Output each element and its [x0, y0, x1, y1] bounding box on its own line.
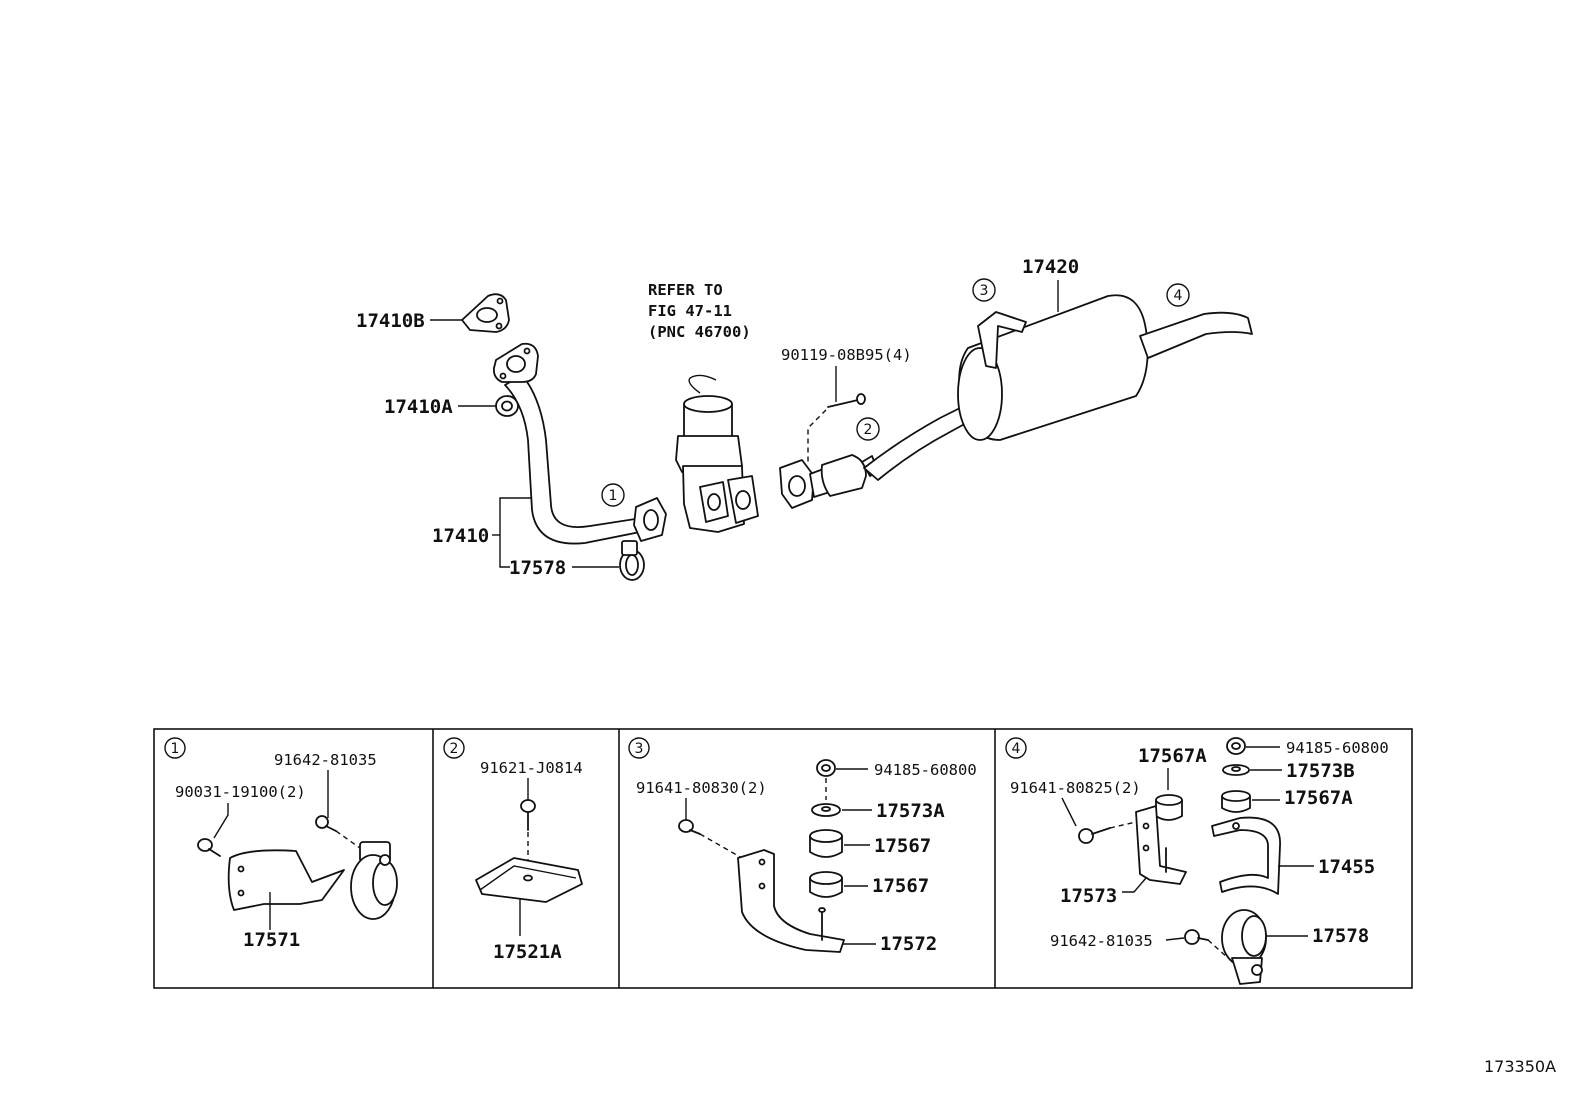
callout-1: 1 — [601, 483, 625, 507]
label-94185-60800-d3: 94185-60800 — [874, 761, 977, 779]
svg-text:3: 3 — [980, 283, 989, 299]
cushion-17567A-right — [1221, 790, 1251, 813]
label-17578-d4: 17578 — [1312, 925, 1369, 947]
label-17573A-d3: 17573A — [876, 800, 945, 822]
svg-text:1: 1 — [171, 741, 180, 757]
svg-text:1: 1 — [609, 488, 618, 504]
nut-94185-detail-3 — [816, 759, 836, 777]
gasket-17410B — [461, 293, 510, 333]
detail-2: 2 91621-J0814 17521A — [443, 737, 583, 963]
bolt-91642-detail-4 — [1184, 929, 1209, 945]
front-exhaust-pipe-17410 — [493, 342, 667, 545]
center-pipe-flange — [779, 397, 991, 509]
label-91641-80830: 91641-80830(2) — [636, 779, 767, 797]
label-17567-lower: 17567 — [872, 875, 929, 897]
label-17420: 17420 — [1022, 256, 1079, 278]
label-17571: 17571 — [243, 929, 300, 951]
bolt-91641-80830 — [678, 819, 701, 835]
label-94185-60800-d4: 94185-60800 — [1286, 739, 1389, 757]
label-17572: 17572 — [880, 933, 937, 955]
bracket-17573 — [1135, 805, 1187, 885]
label-17521A: 17521A — [493, 941, 562, 963]
label-91642-81035: 91642-81035 — [274, 751, 377, 769]
svg-text:3: 3 — [635, 741, 644, 757]
detail-4: 4 17567A 94185-60800 17573B 17567A 91641… — [1005, 737, 1389, 985]
clamp-17578-detail-4 — [1221, 909, 1267, 985]
detail-3: 3 91641-80830(2) 94185-60800 17573A 1756… — [628, 737, 977, 955]
label-90119: 90119-08B95(4) — [781, 346, 912, 364]
callout-3: 3 — [972, 278, 996, 302]
label-17455: 17455 — [1318, 856, 1375, 878]
catalytic-converter — [675, 374, 759, 533]
svg-text:2: 2 — [450, 741, 459, 757]
bolt-90119 — [827, 393, 866, 408]
figure-id: 173350A — [1484, 1057, 1556, 1076]
label-17567A-top: 17567A — [1138, 745, 1207, 767]
label-91621-J0814: 91621-J0814 — [480, 759, 583, 777]
clamp-17578 — [619, 540, 645, 581]
refer-note-line3: (PNC 46700) — [648, 323, 751, 341]
label-17410B: 17410B — [356, 310, 425, 332]
bolt-91641-80825 — [1078, 827, 1111, 844]
cushion-17567A-left — [1155, 794, 1183, 821]
bracket-17572 — [737, 849, 845, 953]
washer-17573A — [811, 803, 841, 817]
label-17410A: 17410A — [384, 396, 453, 418]
label-17410: 17410 — [432, 525, 489, 547]
nut-17410A — [495, 395, 519, 417]
clamp-detail-1 — [350, 841, 398, 920]
detail-1: 1 91642-81035 90031-19100(2) 17571 — [164, 737, 398, 951]
label-17567A-right: 17567A — [1284, 787, 1353, 809]
bracket-17571 — [227, 849, 345, 911]
label-90031-19100: 90031-19100(2) — [175, 783, 306, 801]
label-17573B: 17573B — [1286, 760, 1355, 782]
label-17567-upper: 17567 — [874, 835, 931, 857]
cushion-17567-upper — [809, 829, 843, 858]
bolt-90031 — [197, 838, 221, 857]
hanger-17455 — [1211, 816, 1281, 895]
refer-note-line2: FIG 47-11 — [648, 302, 732, 320]
label-91641-80825: 91641-80825(2) — [1010, 779, 1141, 797]
label-17573: 17573 — [1060, 885, 1117, 907]
svg-text:4: 4 — [1012, 741, 1021, 757]
label-91642-81035-d4: 91642-81035 — [1050, 932, 1153, 950]
washer-17573B — [1222, 764, 1250, 776]
callout-2: 2 — [856, 417, 880, 441]
svg-text:2: 2 — [864, 422, 873, 438]
refer-note-line1: REFER TO — [648, 281, 723, 299]
insulator-17521A — [475, 857, 583, 903]
cushion-17567-lower — [809, 871, 843, 898]
bolt-91642 — [315, 815, 337, 832]
callout-4: 4 — [1166, 283, 1190, 307]
svg-text:4: 4 — [1174, 288, 1183, 304]
detail-panel-frame — [153, 728, 1413, 989]
label-17578: 17578 — [509, 557, 566, 579]
bolt-91621 — [520, 799, 536, 831]
nut-94185-detail-4 — [1226, 737, 1246, 755]
muffler-17420 — [957, 294, 1253, 441]
